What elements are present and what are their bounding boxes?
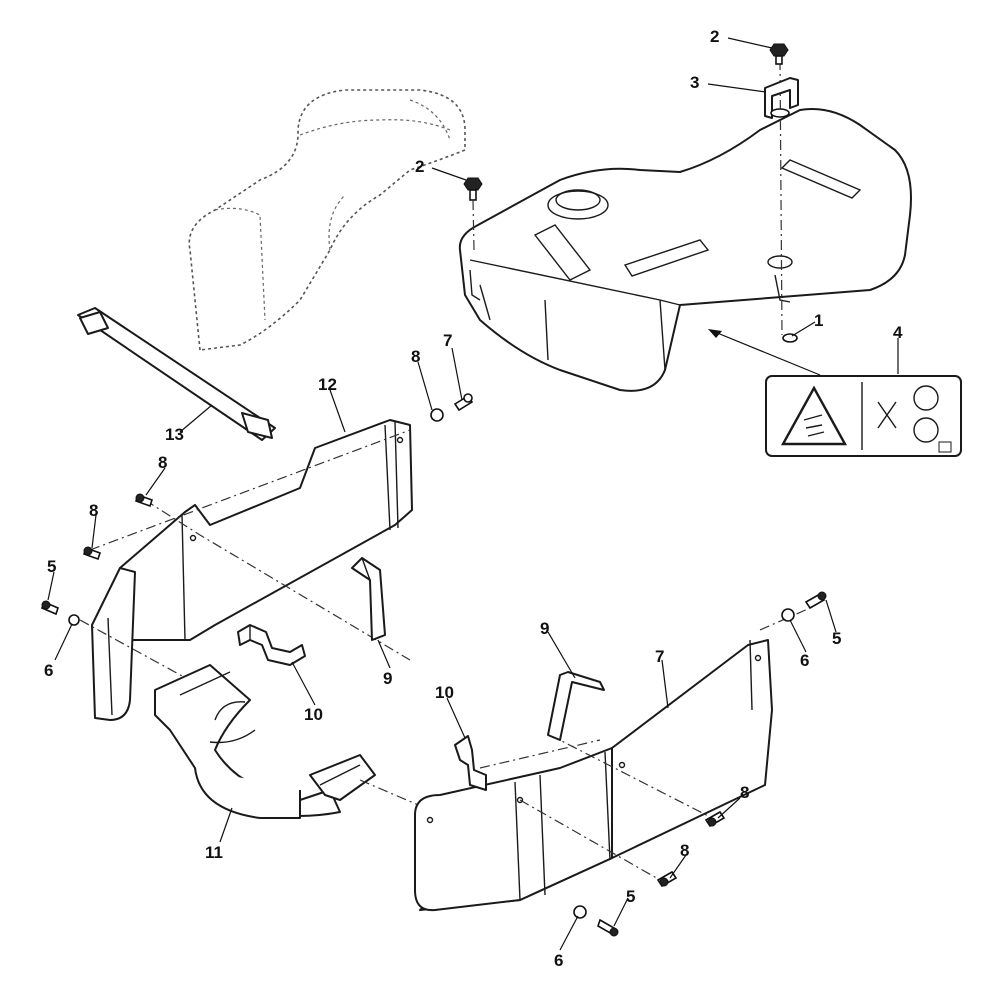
- callout-6-right-top: 6: [800, 651, 809, 670]
- callout-labels: 2 3 2 1 4 8 7 12 13 8 8 5 6 9 10 11 9 10…: [44, 27, 903, 970]
- callout-13: 13: [165, 425, 184, 444]
- bolt-8-upper-left: [134, 493, 154, 508]
- bolt-8-mid-left: [82, 546, 102, 561]
- bracket-3: [764, 77, 799, 119]
- axis-line-9: [479, 739, 601, 769]
- washer-6-right-top: [781, 608, 795, 622]
- bolt-2-left: [463, 177, 483, 201]
- callout-8-right-upper: 8: [740, 783, 749, 802]
- chute-11: [154, 664, 376, 819]
- callout-7-top: 7: [443, 331, 452, 350]
- callout-8-upper-left: 8: [158, 453, 167, 472]
- left-end-plate: [91, 567, 136, 721]
- callout-10-left: 10: [304, 705, 323, 724]
- bolt-5-left: [41, 600, 59, 616]
- warning-triangle-icon: [780, 385, 848, 446]
- deck-housing: [458, 108, 912, 392]
- bolt-7-left: [453, 393, 474, 412]
- leader-decal-to-deck: [709, 329, 821, 376]
- axis-line-1: [779, 59, 783, 336]
- washer-1: [782, 333, 798, 343]
- strap-13: [77, 307, 276, 441]
- callout-2-top: 2: [710, 27, 719, 46]
- right-shield-7: [414, 639, 773, 912]
- bolt-5-right-bottom: [597, 918, 619, 937]
- bolt-8-right-upper: [704, 810, 726, 828]
- leader-lines: [47, 37, 899, 951]
- bolt-2-top: [769, 43, 789, 65]
- no-hands-blade-icon: [877, 385, 952, 453]
- axis-line-3: [144, 499, 411, 661]
- callout-6-left: 6: [44, 661, 53, 680]
- washer-6-left: [68, 614, 80, 626]
- washer-6-right-bottom: [573, 905, 587, 919]
- bracket-10-right: [454, 735, 487, 791]
- callout-11: 11: [205, 843, 223, 862]
- axis-line-4: [89, 429, 411, 551]
- bracket-9-right: [547, 671, 605, 741]
- warning-decal: [765, 375, 962, 457]
- callout-8-right-lower: 8: [680, 841, 689, 860]
- callout-8-top: 8: [411, 347, 420, 366]
- callout-10-right: 10: [435, 683, 454, 702]
- callout-9-right: 9: [540, 619, 549, 638]
- ghost-deck-outline: [188, 89, 466, 351]
- callout-5-right-top: 5: [832, 629, 841, 648]
- axis-line-7: [519, 799, 661, 881]
- callout-2-left: 2: [415, 157, 424, 176]
- callout-5-left: 5: [47, 557, 56, 576]
- callout-7-right: 7: [655, 647, 664, 666]
- axis-line-8: [549, 734, 721, 823]
- callout-12: 12: [318, 375, 337, 394]
- callout-8-mid-left: 8: [89, 501, 98, 520]
- callout-9-left: 9: [383, 669, 392, 688]
- bracket-9-left: [351, 557, 386, 641]
- axis-line-2: [472, 199, 475, 251]
- callout-4: 4: [893, 323, 903, 342]
- callout-5-right-bottom: 5: [626, 887, 635, 906]
- leader-arrowhead: [708, 329, 722, 338]
- washer-8-left-top: [430, 408, 444, 422]
- left-shield-12: [119, 419, 413, 641]
- callout-3: 3: [690, 73, 699, 92]
- bolt-5-right-top: [804, 591, 827, 610]
- callout-6-right-bottom: 6: [554, 951, 563, 970]
- callout-1: 1: [814, 311, 823, 330]
- bracket-10-left: [237, 624, 306, 666]
